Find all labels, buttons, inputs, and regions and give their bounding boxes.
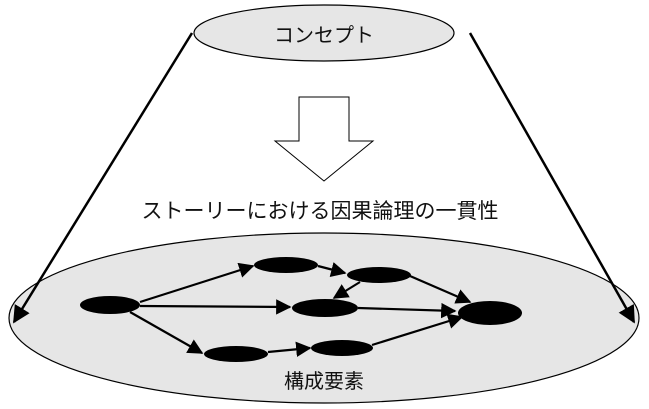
network-nodes <box>80 257 522 362</box>
node-c <box>347 267 411 283</box>
node-a <box>80 296 140 314</box>
edge-g-h <box>267 341 312 357</box>
edge-b-c <box>317 262 347 277</box>
edge-a-b <box>139 262 255 304</box>
edge-h-f <box>371 313 464 347</box>
left-cone-arrow <box>12 32 194 324</box>
node-b <box>254 257 318 273</box>
story-consistency-label: ストーリーにおける因果論理の一貫性 <box>142 199 499 223</box>
down-arrow-icon <box>273 96 375 182</box>
node-f <box>458 301 522 325</box>
network-edges <box>129 262 472 357</box>
node-g <box>204 346 268 362</box>
concept-ellipse <box>193 4 455 62</box>
components-ellipse <box>8 232 640 404</box>
right-cone-arrow <box>468 32 636 324</box>
edge-c-e <box>332 281 361 299</box>
edge-a-e <box>139 299 292 315</box>
node-h <box>311 340 373 356</box>
edge-c-f <box>409 274 472 304</box>
concept-label: コンセプト <box>274 23 374 47</box>
edge-e-f <box>357 302 457 319</box>
node-e <box>292 299 358 317</box>
components-label: 構成要素 <box>284 369 364 393</box>
edge-a-g <box>129 311 204 354</box>
